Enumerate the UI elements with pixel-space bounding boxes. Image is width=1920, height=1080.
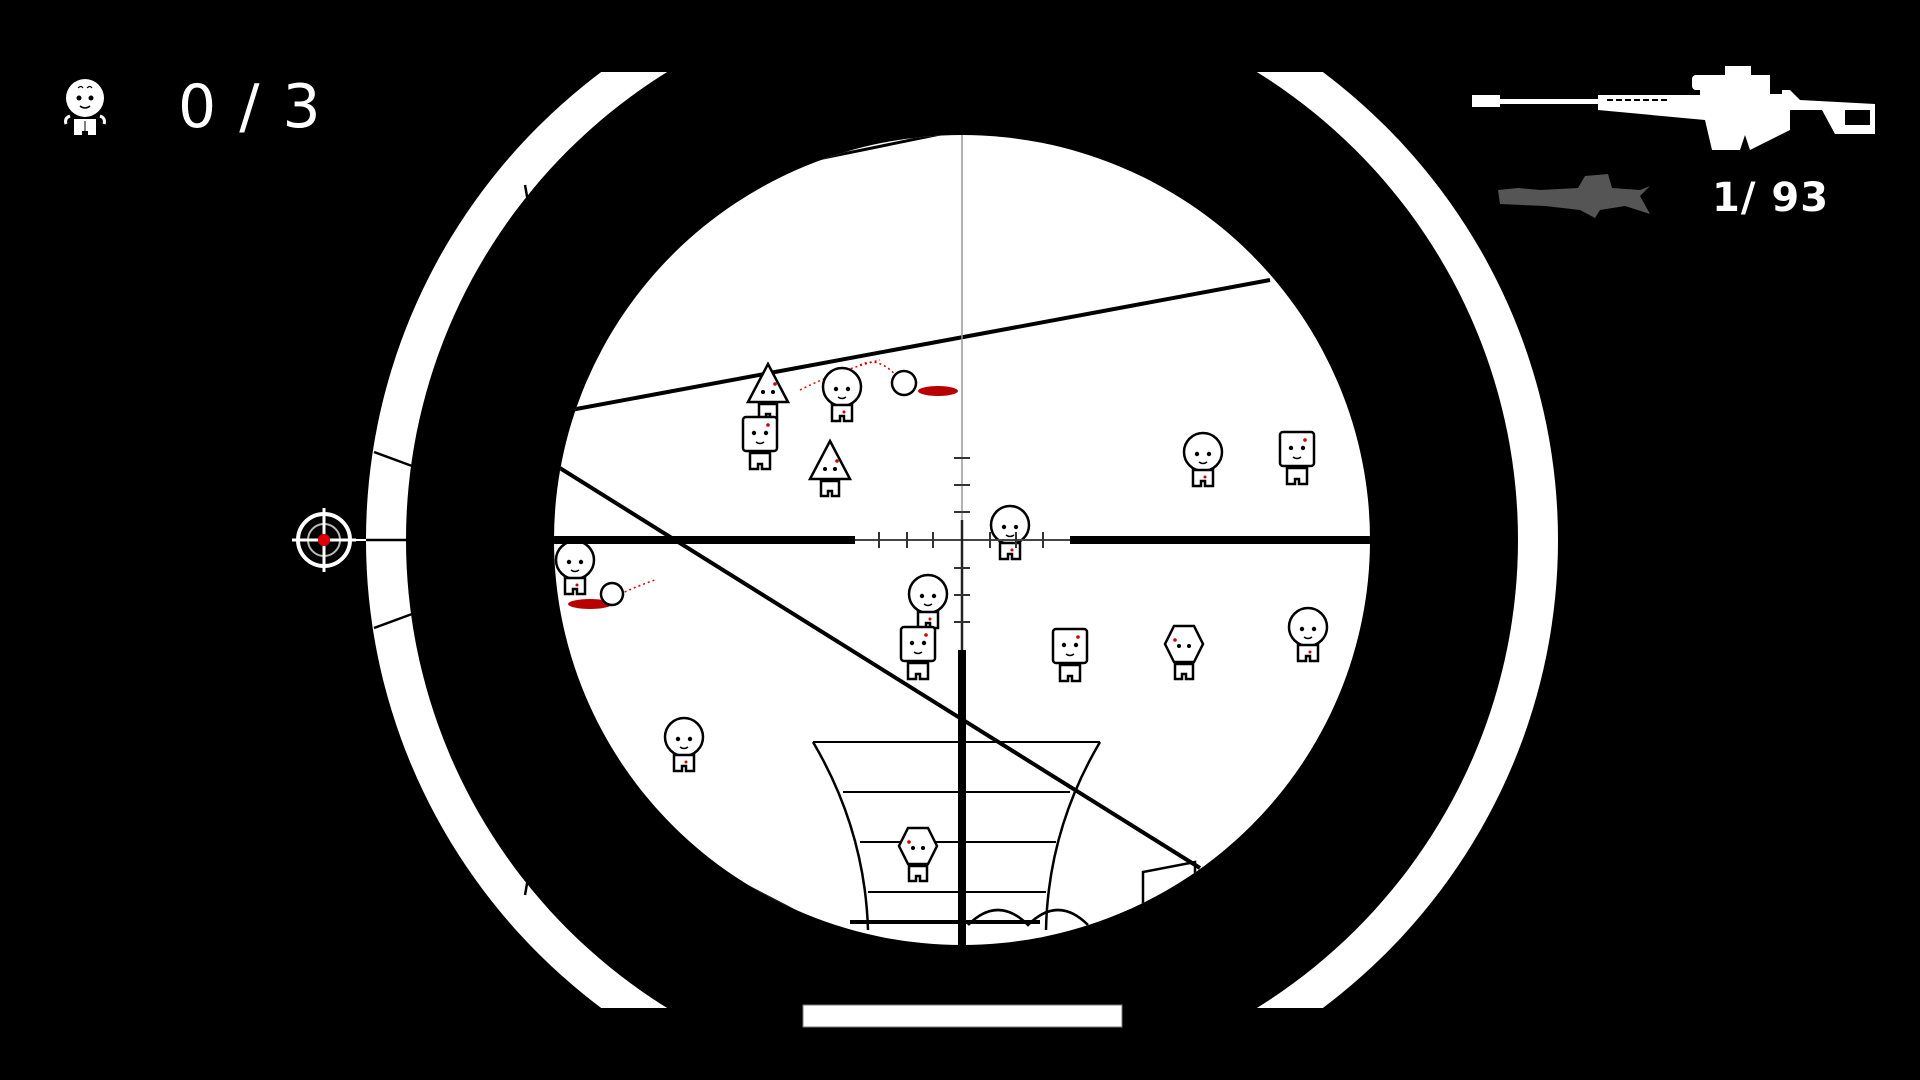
crosshair-target-icon[interactable]	[292, 508, 356, 572]
reticle-crosshair	[554, 135, 1370, 945]
sniper-rifle-icon[interactable]	[1472, 66, 1875, 150]
blood-pool	[568, 599, 612, 609]
assault-rifle-icon[interactable]	[1498, 174, 1650, 218]
scope-lens[interactable]	[540, 120, 1390, 960]
ammo-counter: 1/ 93	[1712, 175, 1830, 221]
target-person-icon	[64, 79, 106, 135]
targets-counter: 0 / 3	[178, 72, 323, 142]
character-dead	[890, 369, 918, 397]
bottom-progress-bar	[802, 1004, 1123, 1028]
blood-pool	[918, 386, 958, 396]
character-dead	[599, 581, 625, 607]
character-list	[554, 362, 1329, 883]
